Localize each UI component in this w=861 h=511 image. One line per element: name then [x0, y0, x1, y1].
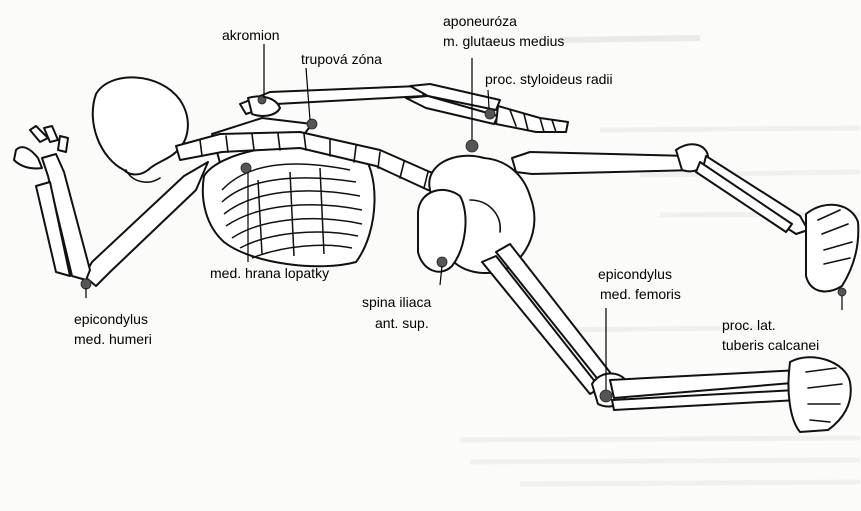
aponeuroza-point — [466, 140, 478, 152]
label-epicondylus-humeri-line2: med. humeri — [74, 331, 152, 347]
label-spina-iliaca-line2: ant. sup. — [375, 315, 429, 331]
epicondylus-humeri-point — [81, 279, 91, 289]
label-styloideus: proc. styloideus radii — [485, 71, 613, 87]
label-trupova-zona: trupová zóna — [301, 51, 382, 67]
ribcage — [203, 145, 375, 266]
label-lopatka: med. hrana lopatky — [210, 265, 329, 281]
calcanei-point — [838, 288, 846, 296]
epicondylus-femoris-point — [600, 390, 612, 402]
label-akromion: akromion — [222, 27, 280, 43]
label-epicondylus-femoris-line1: epicondylus — [598, 266, 672, 282]
right-leg — [512, 144, 858, 291]
trupova-zona-point — [307, 119, 317, 129]
label-aponeuroza-line2: m. glutaeus medius — [443, 33, 564, 49]
skull — [93, 77, 188, 182]
label-calcanei-line2: tuberis calcanei — [722, 337, 819, 353]
akromion-point — [258, 96, 266, 104]
label-epicondylus-humeri-line1: epicondylus — [74, 311, 148, 327]
label-epicondylus-femoris-line2: med. femoris — [600, 286, 681, 302]
label-aponeuroza-line1: aponeuróza — [443, 13, 517, 29]
lopatka-point — [241, 163, 251, 173]
label-spina-iliaca-line1: spina iliaca — [362, 294, 431, 310]
spina-iliaca-point — [437, 257, 447, 267]
styloideus-point — [485, 109, 495, 119]
label-calcanei-line1: proc. lat. — [722, 317, 776, 333]
